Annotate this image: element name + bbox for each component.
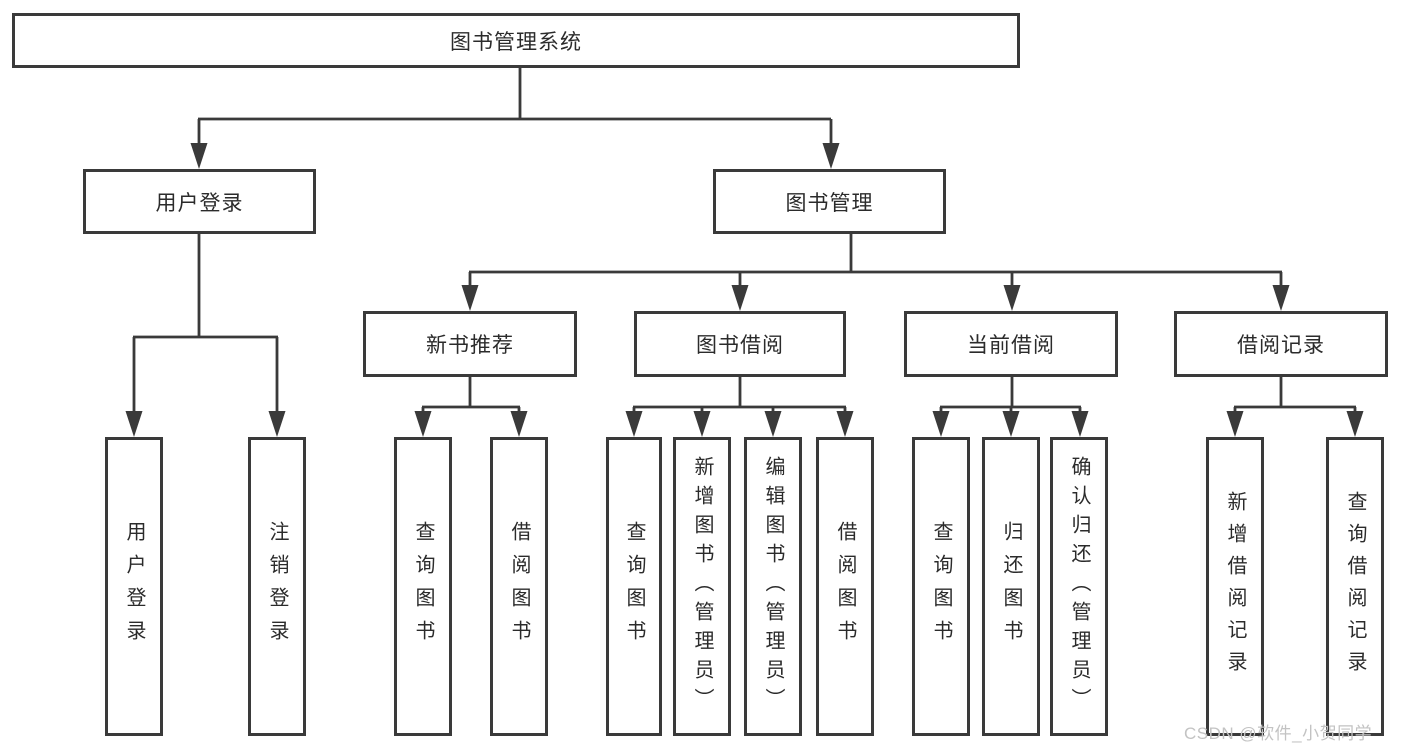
leaf-logout: 注销登录 bbox=[248, 437, 306, 736]
leaf-label: 注销登录 bbox=[266, 520, 288, 653]
leaf-records-add-borrow-record: 新增借阅记录 bbox=[1206, 437, 1264, 736]
leaf-label: 用户登录 bbox=[123, 520, 145, 653]
edge-book-mgmt bbox=[468, 233, 1283, 293]
leaf-label: 查询图书 bbox=[930, 520, 952, 653]
leaf-label: 确认归还（管理员） bbox=[1068, 456, 1090, 717]
node-label: 借阅记录 bbox=[1237, 334, 1325, 357]
leaf-label: 新增借阅记录 bbox=[1224, 490, 1246, 683]
leaf-borrowing-edit-books-admin: 编辑图书（管理员） bbox=[744, 437, 802, 736]
node-system-root: 图书管理系统 bbox=[12, 13, 1020, 68]
node-new-book-recommendation: 新书推荐 bbox=[363, 311, 577, 377]
leaf-label: 新增图书（管理员） bbox=[691, 456, 713, 717]
leaf-borrowing-query-books: 查询图书 bbox=[606, 437, 662, 736]
edge-book-borrow bbox=[632, 376, 847, 418]
node-label: 用户登录 bbox=[155, 191, 244, 215]
csdn-watermark: CSDN @软件_小贺同学 bbox=[1184, 724, 1373, 743]
leaf-label: 查询借阅记录 bbox=[1344, 490, 1366, 683]
node-borrowing-records: 借阅记录 bbox=[1174, 311, 1388, 377]
leaf-current-confirm-return-admin: 确认归还（管理员） bbox=[1050, 437, 1108, 736]
node-label: 图书借阅 bbox=[696, 334, 784, 357]
leaf-label: 借阅图书 bbox=[508, 520, 530, 653]
leaf-borrowing-borrow-books: 借阅图书 bbox=[816, 437, 874, 736]
leaf-newbooks-borrow-books: 借阅图书 bbox=[490, 437, 548, 736]
node-book-borrowing: 图书借阅 bbox=[634, 311, 846, 377]
node-label: 图书管理系统 bbox=[450, 30, 582, 54]
leaf-borrowing-add-books-admin: 新增图书（管理员） bbox=[673, 437, 731, 736]
node-current-borrowing: 当前借阅 bbox=[904, 311, 1118, 377]
leaf-records-query-borrow-record: 查询借阅记录 bbox=[1326, 437, 1384, 736]
leaf-label: 查询图书 bbox=[623, 520, 645, 653]
edge-borrow-records bbox=[1233, 376, 1357, 418]
node-book-management: 图书管理 bbox=[713, 169, 946, 234]
edge-root bbox=[197, 67, 833, 150]
node-label: 新书推荐 bbox=[426, 334, 514, 357]
leaf-newbooks-query-books: 查询图书 bbox=[394, 437, 452, 736]
edge-user-login bbox=[132, 233, 279, 418]
node-user-login: 用户登录 bbox=[83, 169, 316, 234]
leaf-label: 归还图书 bbox=[1000, 520, 1022, 653]
leaf-label: 借阅图书 bbox=[834, 520, 856, 653]
leaf-current-query-books: 查询图书 bbox=[912, 437, 970, 736]
leaf-label: 编辑图书（管理员） bbox=[762, 456, 784, 717]
edge-current-borrow bbox=[939, 376, 1082, 418]
node-label: 图书管理 bbox=[785, 191, 874, 215]
leaf-user-login: 用户登录 bbox=[105, 437, 163, 736]
node-label: 当前借阅 bbox=[967, 334, 1055, 357]
edge-new-books bbox=[421, 376, 521, 418]
leaf-label: 查询图书 bbox=[412, 520, 434, 653]
leaf-current-return-books: 归还图书 bbox=[982, 437, 1040, 736]
